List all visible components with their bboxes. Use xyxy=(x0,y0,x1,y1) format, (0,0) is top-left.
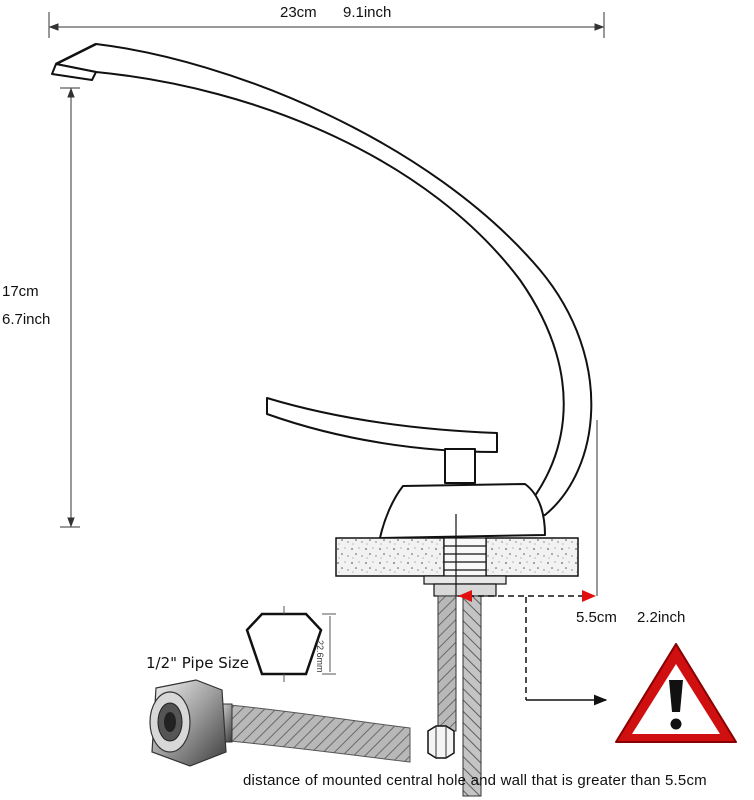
faucet-base xyxy=(379,483,546,539)
pipe-size-label: 1/2" Pipe Size xyxy=(146,654,250,672)
hex-nut-size-label: 22.6mm xyxy=(315,640,325,673)
braided-hose-fitting xyxy=(149,679,411,767)
width-dimension-line xyxy=(48,12,605,38)
wall-distance-label-cm: 5.5cm xyxy=(576,609,617,626)
faucet-handle xyxy=(266,397,498,484)
width-label-cm: 23cm xyxy=(280,4,317,21)
width-label-inch: 9.1inch xyxy=(343,4,392,21)
supply-hoses xyxy=(427,595,482,797)
countertop-section xyxy=(335,537,579,577)
hex-nut-outline xyxy=(245,606,336,682)
height-label-cm: 17cm xyxy=(2,283,39,300)
warning-triangle xyxy=(615,643,737,743)
wall-distance-indicator xyxy=(458,420,608,706)
mounting-shank xyxy=(423,514,507,597)
exclamation-triangle-icon xyxy=(669,680,683,730)
faucet-spout xyxy=(51,42,593,526)
warning-note: distance of mounted central hole and wal… xyxy=(243,772,707,789)
height-label-inch: 6.7inch xyxy=(2,311,51,328)
height-dimension-line xyxy=(60,87,80,528)
wall-distance-label-inch: 2.2inch xyxy=(637,609,686,626)
